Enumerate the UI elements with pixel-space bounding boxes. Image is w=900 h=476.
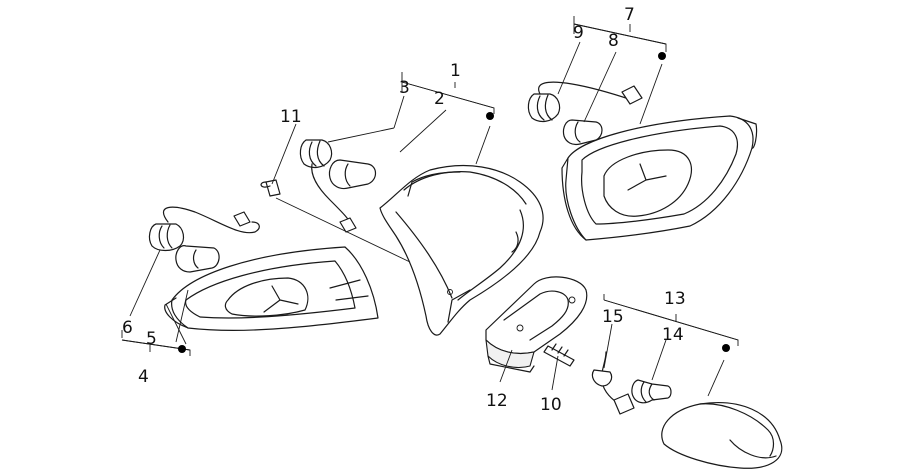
callout-12: 12 <box>486 391 508 411</box>
right-indicator-assembly <box>527 81 758 241</box>
callout-9: 9 <box>573 23 584 43</box>
callout-11: 11 <box>280 107 302 127</box>
callout-5: 5 <box>146 329 157 349</box>
plate-light-assembly <box>485 276 588 373</box>
tail-light-assembly <box>260 139 544 336</box>
bracket-dot-13 <box>722 344 730 352</box>
callout-10: 10 <box>540 395 562 415</box>
callout-14: 14 <box>662 325 684 345</box>
callout-13: 13 <box>664 289 686 309</box>
callout-1: 1 <box>450 61 461 81</box>
left-indicator-assembly <box>148 206 379 331</box>
reflector-assembly <box>591 351 783 469</box>
bracket-dot-1 <box>486 112 494 120</box>
callout-8: 8 <box>608 31 619 51</box>
bracket-dot-7 <box>658 52 666 60</box>
callout-4: 4 <box>138 367 149 387</box>
callout-3: 3 <box>399 78 410 98</box>
callout-labels: 1 2 3 4 5 6 7 8 9 10 11 12 13 14 15 <box>122 5 686 415</box>
callout-15: 15 <box>602 307 624 327</box>
callout-7: 7 <box>624 5 635 25</box>
callout-2: 2 <box>434 89 445 109</box>
bracket-dot-4 <box>178 345 186 353</box>
callout-6: 6 <box>122 318 133 338</box>
